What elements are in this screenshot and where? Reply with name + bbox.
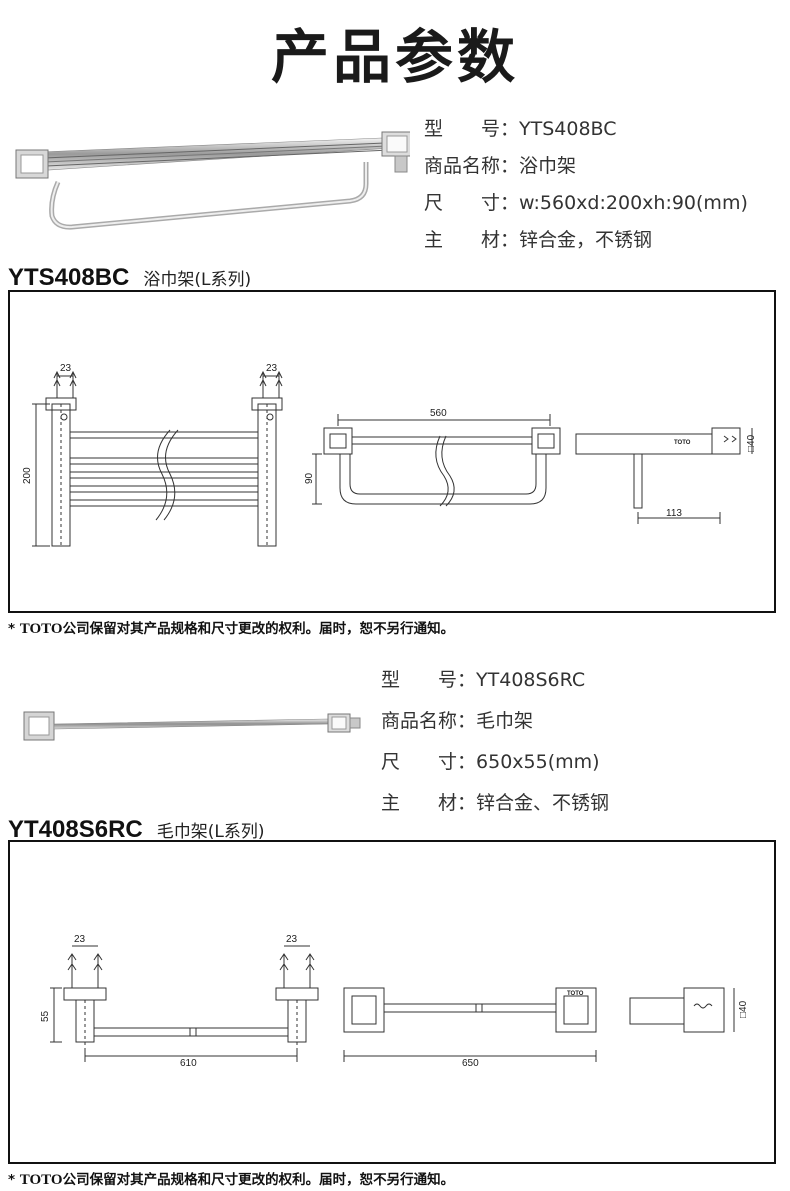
spec-size: 尺 寸：w:560xd:200xh:90(mm) <box>424 191 748 215</box>
section-model: YT408S6RC <box>8 816 143 843</box>
brand-logo: TOTO <box>674 440 691 446</box>
spec-label: 尺 寸： <box>424 192 520 214</box>
dim-label: 610 <box>180 1058 197 1069</box>
spec-label: 型 号： <box>381 669 477 691</box>
spec-label: 尺 寸： <box>381 751 477 773</box>
spec-material: 主 材：锌合金，不锈钢 <box>424 228 652 252</box>
brand-logo: TOTO <box>567 991 584 997</box>
section-model: YTS408BC <box>8 264 130 291</box>
spec-value: 锌合金，不锈钢 <box>519 229 653 251</box>
spec-model: 型 号：YTS408BC <box>424 117 617 141</box>
spec-name: 商品名称：浴巾架 <box>424 154 576 178</box>
section-header: YT408S6RC 毛巾架(L系列) <box>8 816 264 844</box>
disclaimer-note: * TOTO公司保留对其产品规格和尺寸更改的权利。届时，恕不另行通知。 <box>8 1172 455 1188</box>
spec-label: 商品名称： <box>424 155 520 177</box>
dim-label: 90 <box>304 472 315 484</box>
spec-value: w:560xd:200xh:90(mm) <box>519 192 748 214</box>
dim-label: 23 <box>60 363 72 374</box>
spec-value: 毛巾架 <box>476 710 534 732</box>
dim-label: 650 <box>462 1058 479 1069</box>
dim-label: 200 <box>22 467 33 484</box>
spec-label: 主 材： <box>381 792 477 814</box>
spec-name: 商品名称：毛巾架 <box>381 709 533 733</box>
page-title: 产品参数 <box>270 23 519 91</box>
drawing-frame: 23 23 55 610 650 □40 TOTO <box>8 840 776 1164</box>
dim-label: 560 <box>430 408 447 419</box>
spec-value: YT408S6RC <box>476 669 586 691</box>
spec-value: YTS408BC <box>519 118 617 140</box>
disclaimer-text: 公司保留对其产品规格和尺寸更改的权利。届时，恕不另行通知。 <box>62 1172 455 1188</box>
dim-label: □40 <box>746 434 757 452</box>
spec-label: 主 材： <box>424 229 520 251</box>
disclaimer-note: * TOTO公司保留对其产品规格和尺寸更改的权利。届时，恕不另行通知。 <box>8 621 455 637</box>
drawing-frame: 23 23 200 560 90 113 □40 TOTO <box>8 290 776 613</box>
spec-size: 尺 寸：650x55(mm) <box>381 750 600 774</box>
dim-label: 23 <box>266 363 278 374</box>
product-photo-shelf <box>15 131 410 230</box>
spec-material: 主 材：锌合金、不锈钢 <box>381 791 609 815</box>
section-subtitle: 浴巾架(L系列) <box>143 270 252 290</box>
dim-label: 113 <box>666 508 682 519</box>
dim-label: 55 <box>40 1010 51 1022</box>
spec-label: 型 号： <box>424 118 520 140</box>
spec-value: 锌合金、不锈钢 <box>476 792 610 814</box>
product-photo-bar <box>23 711 361 741</box>
section-subtitle: 毛巾架(L系列) <box>156 822 265 842</box>
spec-value: 650x55(mm) <box>476 751 600 773</box>
section-header: YTS408BC 浴巾架(L系列) <box>8 264 251 292</box>
spec-label: 商品名称： <box>381 710 477 732</box>
technical-drawing: 23 23 55 610 650 □40 TOTO <box>40 934 749 1069</box>
disclaimer-text: 公司保留对其产品规格和尺寸更改的权利。届时，恕不另行通知。 <box>62 621 455 637</box>
dim-label: □40 <box>738 1000 749 1018</box>
disclaimer-brand: TOTO <box>19 621 63 637</box>
dim-label: 23 <box>74 934 86 945</box>
technical-drawing: 23 23 200 560 90 113 □40 TOTO <box>22 363 757 547</box>
disclaimer-brand: TOTO <box>19 1172 63 1188</box>
spec-model: 型 号：YT408S6RC <box>381 668 585 692</box>
spec-value: 浴巾架 <box>519 155 577 177</box>
dim-label: 23 <box>286 934 298 945</box>
